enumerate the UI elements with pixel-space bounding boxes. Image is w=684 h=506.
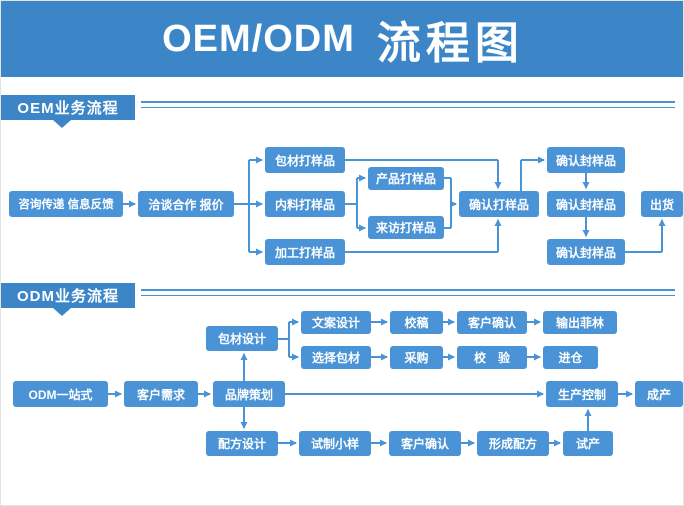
node-negotiate-quote: 洽谈合作 报价 <box>138 191 234 217</box>
node-proofreading: 校稿 <box>390 311 443 334</box>
node-mass-production: 成产 <box>635 381 683 407</box>
node-confirm-sealed-sample-2: 确认封样品 <box>547 191 625 217</box>
node-copy-design: 文案设计 <box>301 311 371 334</box>
node-form-formula: 形成配方 <box>477 431 549 456</box>
node-customer-confirm-1: 客户确认 <box>457 311 527 334</box>
node-customer-needs: 客户需求 <box>124 381 198 407</box>
node-trial-production: 试产 <box>563 431 613 456</box>
section-divider-odm <box>141 289 675 296</box>
node-production-control: 生产控制 <box>546 381 618 407</box>
node-confirm-sealed-sample-3: 确认封样品 <box>547 239 625 265</box>
node-verification: 校 验 <box>457 346 527 369</box>
node-customer-confirm-2: 客户确认 <box>389 431 461 456</box>
node-output-film: 输出菲林 <box>543 311 617 334</box>
section-label-oem: OEM业务流程 <box>1 95 135 128</box>
node-packaging-sample: 包材打样品 <box>265 147 345 173</box>
node-formula-design: 配方设计 <box>206 431 278 456</box>
section-label-odm: ODM业务流程 <box>1 283 135 316</box>
section-divider-oem <box>141 101 675 108</box>
header-title-oem-odm: OEM/ODM <box>162 17 355 60</box>
node-visit-sample: 来访打样品 <box>368 216 444 239</box>
node-trial-sample: 试制小样 <box>299 431 371 456</box>
node-material-sample: 内料打样品 <box>265 191 345 217</box>
node-warehousing: 进仓 <box>543 346 598 369</box>
section-label-odm-text: ODM业务流程 <box>17 288 119 305</box>
node-select-packaging: 选择包材 <box>301 346 371 369</box>
header-title-flowchart: 流程图 <box>376 19 524 68</box>
node-confirm-sample: 确认打样品 <box>459 191 539 217</box>
node-packaging-design: 包材设计 <box>206 326 278 351</box>
node-consult-feedback: 咨询传递 信息反馈 <box>9 191 123 217</box>
node-product-sample: 产品打样品 <box>368 167 444 190</box>
section-label-oem-text: OEM业务流程 <box>17 100 119 117</box>
ribbon-tail-odm <box>53 308 71 316</box>
node-processing-sample: 加工打样品 <box>265 239 345 265</box>
ribbon-tail-oem <box>53 120 71 128</box>
node-purchasing: 采购 <box>390 346 443 369</box>
node-brand-planning: 品牌策划 <box>213 381 285 407</box>
page-header: OEM/ODM 流程图 <box>1 1 683 77</box>
node-confirm-sealed-sample-1: 确认封样品 <box>547 147 625 173</box>
node-odm-one-stop: ODM一站式 <box>13 381 108 407</box>
node-shipment: 出货 <box>641 191 683 217</box>
